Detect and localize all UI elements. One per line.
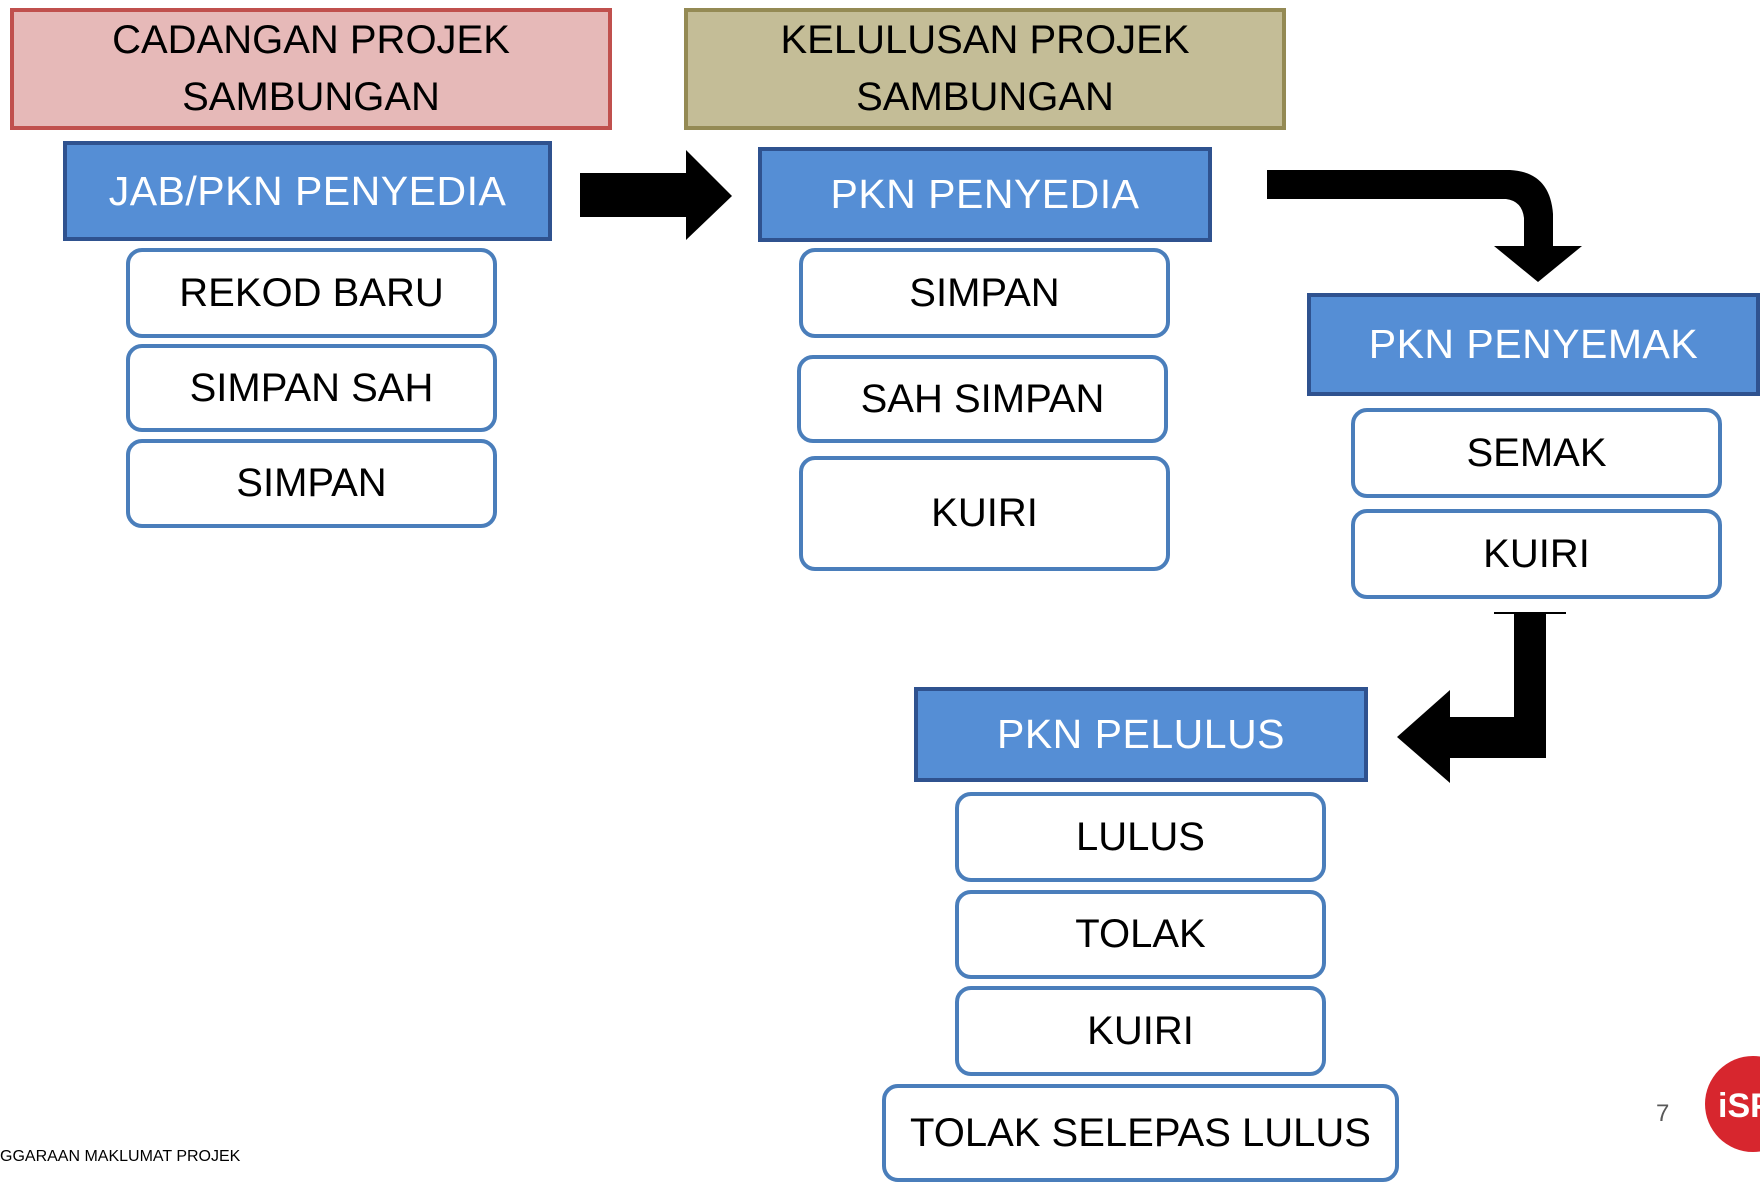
- header-cadangan-line1: CADANGAN PROJEK: [112, 18, 510, 62]
- logo-circle-icon: [1705, 1056, 1760, 1152]
- header-cadangan-projek: CADANGAN PROJEK SAMBUNGAN: [10, 8, 612, 130]
- action-lulus[interactable]: LULUS: [955, 792, 1326, 882]
- page-number: 7: [1656, 1100, 1670, 1127]
- role-pkn-pelulus: PKN PELULUS: [914, 687, 1368, 782]
- action-rekod-baru[interactable]: REKOD BARU: [126, 248, 497, 338]
- svg-text:iSP: iSP: [1718, 1087, 1760, 1125]
- arrow-bent-left-icon: [1397, 612, 1566, 783]
- action-simpan[interactable]: SIMPAN: [126, 439, 497, 528]
- action-tolak[interactable]: TOLAK: [955, 890, 1326, 979]
- role-pkn-penyemak: PKN PENYEMAK: [1307, 293, 1760, 396]
- arrow-right-icon: [580, 150, 732, 240]
- action-simpan-sah[interactable]: SIMPAN SAH: [126, 344, 497, 432]
- header-kelulusan-line2: SAMBUNGAN: [856, 75, 1114, 119]
- footer-text: GGARAAN MAKLUMAT PROJEK: [0, 1148, 241, 1165]
- arrow-bent-down-icon: [1267, 170, 1582, 282]
- role-jab-pkn-penyedia: JAB/PKN PENYEDIA: [63, 141, 552, 241]
- header-cadangan-line2: SAMBUNGAN: [182, 75, 440, 119]
- action-kuiri[interactable]: KUIRI: [799, 456, 1170, 571]
- action-tolak-selepas-lulus[interactable]: TOLAK SELEPAS LULUS: [882, 1084, 1399, 1182]
- action-simpan[interactable]: SIMPAN: [799, 248, 1170, 338]
- role-pkn-penyedia: PKN PENYEDIA: [758, 147, 1212, 242]
- header-kelulusan-line1: KELULUSAN PROJEK: [780, 18, 1190, 62]
- action-sah-simpan[interactable]: SAH SIMPAN: [797, 355, 1168, 443]
- action-kuiri[interactable]: KUIRI: [955, 986, 1326, 1076]
- action-semak[interactable]: SEMAK: [1351, 408, 1722, 498]
- header-kelulusan-projek: KELULUSAN PROJEK SAMBUNGAN: [684, 8, 1286, 130]
- action-kuiri[interactable]: KUIRI: [1351, 509, 1722, 599]
